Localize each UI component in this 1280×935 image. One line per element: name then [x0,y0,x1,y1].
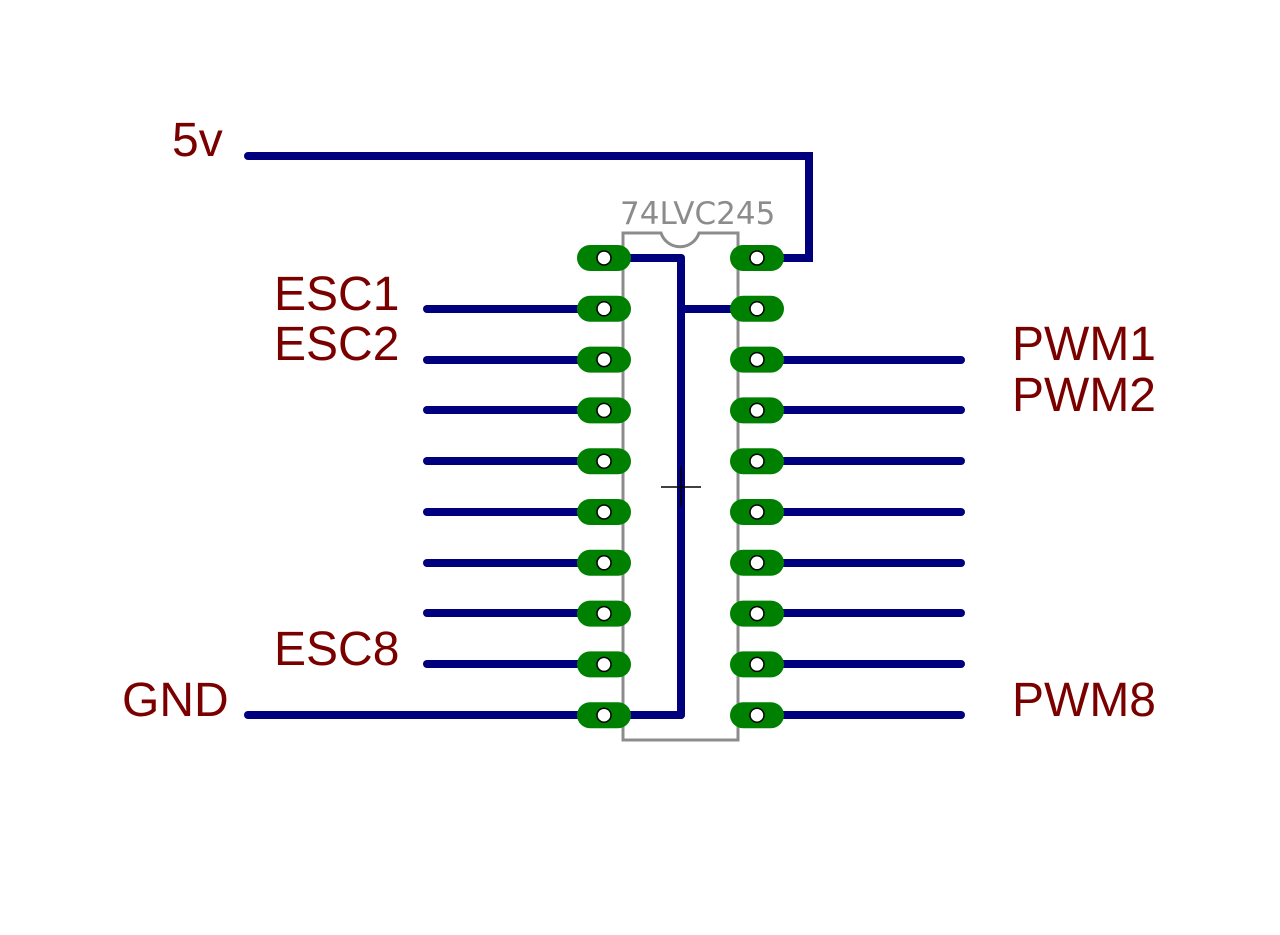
pad-group [577,245,784,729]
pad-hole-20 [749,250,765,266]
pad-hole-9 [596,656,612,673]
esc2-label: ESC2 [274,318,399,371]
pad-hole-4 [596,402,612,419]
pad-hole-3 [596,351,612,368]
pad-hole-5 [596,453,612,469]
pwm2-label: PWM2 [1012,369,1156,422]
pad-hole-16 [749,453,765,469]
pad-hole-12 [749,656,765,673]
pwm1-label: PWM1 [1012,318,1156,371]
pad-hole-14 [749,555,765,571]
pad-hole-6 [596,504,612,520]
pad-hole-19 [749,301,765,317]
pwm8-label: PWM8 [1012,674,1156,727]
pad-hole-10 [596,707,612,723]
gnd-label: GND [122,674,229,727]
pad-hole-1 [596,250,612,266]
esc1-label: ESC1 [274,268,399,321]
pad-hole-7 [596,555,612,571]
pad-hole-8 [596,605,612,622]
chip-name-label: 74LVC245 [620,196,775,232]
pad-hole-13 [749,605,765,622]
pad-hole-2 [596,301,612,317]
pad-hole-18 [749,351,765,368]
pad-hole-11 [749,707,765,723]
esc8-label: ESC8 [274,623,399,676]
pad-hole-15 [749,504,765,520]
vcc-label: 5v [172,114,223,167]
pad-hole-17 [749,402,765,419]
chip-outline [621,231,740,742]
